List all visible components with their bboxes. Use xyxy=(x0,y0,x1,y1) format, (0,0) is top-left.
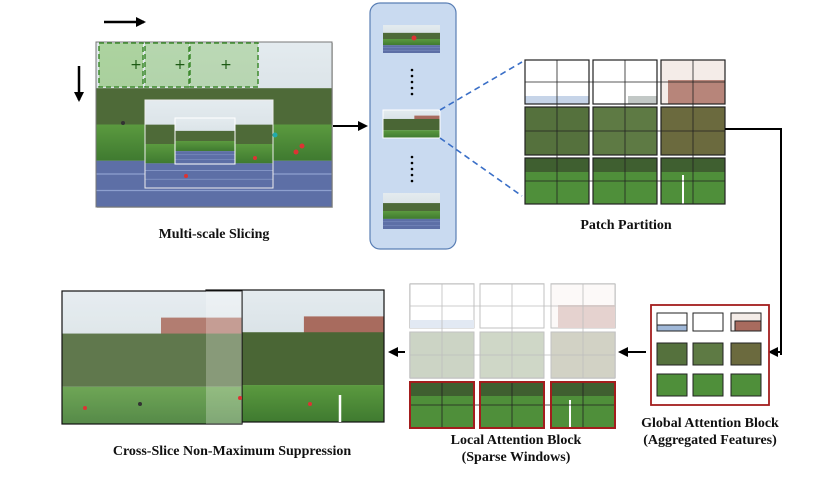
global-attention-block xyxy=(650,304,770,406)
local-attention-subtitle: (Sparse Windows) xyxy=(461,450,571,465)
local-attention-title: Local Attention Block xyxy=(450,433,582,448)
global-attention-title: Global Attention Block xyxy=(641,416,779,431)
svg-text:+: + xyxy=(174,57,186,73)
cross-slice-nms-label: Cross-Slice Non-Maximum Suppression xyxy=(112,444,352,459)
multi-scale-slicing-label: Multi-scale Slicing xyxy=(158,227,270,242)
patch-partition-grid xyxy=(524,59,726,205)
global-attention-label: Global Attention Block (Aggregated Featu… xyxy=(622,415,798,449)
svg-text:+: + xyxy=(220,57,232,73)
patch-partition-label: Patch Partition xyxy=(580,218,672,233)
nms-result-image xyxy=(61,289,385,425)
slices-panel xyxy=(369,2,457,250)
global-attention-subtitle: (Aggregated Features) xyxy=(643,433,777,448)
local-attention-label: Local Attention Block (Sparse Windows) xyxy=(428,432,604,466)
svg-text:+: + xyxy=(130,57,142,73)
local-attention-block xyxy=(409,283,616,429)
multi-scale-image: + + + xyxy=(95,41,333,208)
